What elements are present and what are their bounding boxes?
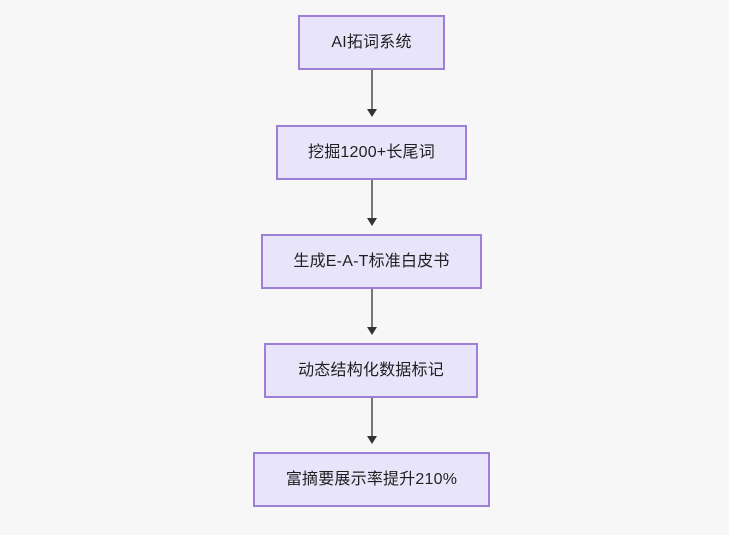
flow-node-5[interactable]: 富摘要展示率提升210% xyxy=(253,452,490,507)
flow-edge-2-3 xyxy=(367,180,377,226)
flow-node-3-label: 生成E-A-T标准白皮书 xyxy=(293,252,450,270)
flow-node-1-label: AI拓词系统 xyxy=(331,33,412,51)
flow-node-3[interactable]: 生成E-A-T标准白皮书 xyxy=(261,234,482,289)
arrowhead-down-icon xyxy=(367,327,377,335)
arrowhead-down-icon xyxy=(367,109,377,117)
flow-edge-3-4 xyxy=(367,289,377,335)
flow-node-2-label: 挖掘1200+长尾词 xyxy=(308,143,435,161)
flow-edge-4-5 xyxy=(367,398,377,444)
edge-line xyxy=(371,398,373,437)
edge-line xyxy=(371,70,373,110)
edge-line xyxy=(371,180,373,219)
arrowhead-down-icon xyxy=(367,218,377,226)
flow-node-5-label: 富摘要展示率提升210% xyxy=(285,470,458,488)
flow-edge-1-2 xyxy=(367,70,377,117)
flow-node-4-label: 动态结构化数据标记 xyxy=(298,361,444,379)
edge-line xyxy=(371,289,373,328)
flow-node-4[interactable]: 动态结构化数据标记 xyxy=(264,343,478,398)
arrowhead-down-icon xyxy=(367,436,377,444)
flow-node-2[interactable]: 挖掘1200+长尾词 xyxy=(276,125,467,180)
flow-node-1[interactable]: AI拓词系统 xyxy=(298,15,445,70)
